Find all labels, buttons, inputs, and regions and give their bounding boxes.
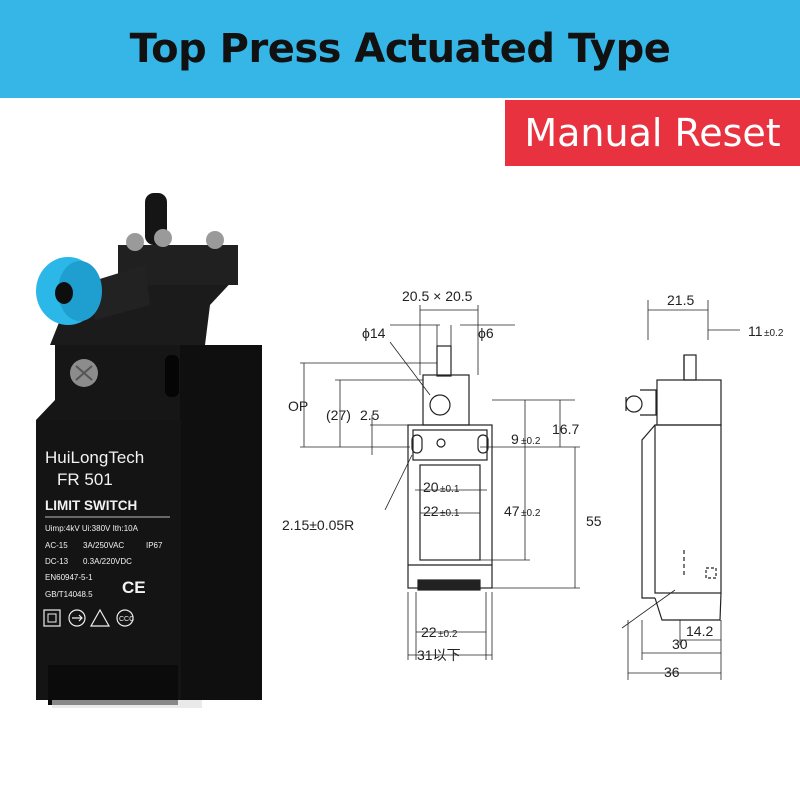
dim-22-inner: 22 [423,503,439,519]
dim-22-inner-tol: ±0.1 [440,508,460,519]
dim-47-tol: ±0.2 [521,508,541,519]
square-cert-icon [43,609,61,627]
dim-2-5: 2.5 [360,407,380,423]
dim-30: 30 [672,636,688,652]
dim-9-tol: ±0.2 [521,436,541,447]
dim-22-bottom: 22 [421,624,437,640]
dim-11: 11 [748,323,763,339]
dim-20-tol: ±0.1 [440,484,460,495]
screw-icon [154,229,172,247]
spec-ip: IP67 [146,541,163,550]
screw-icon [126,233,144,251]
arrow-cert-icon [68,609,86,627]
dim-20: 20 [423,479,439,495]
dim-21-5: 21.5 [667,292,694,308]
manual-reset-badge: Manual Reset [505,100,800,166]
svg-text:CCC: CCC [119,616,134,623]
spec-ac: AC-15 [45,541,68,550]
dim-16-7: 16.7 [552,421,579,437]
dim-dia14: ϕ14 [362,325,386,341]
spec-dc: DC-13 [45,557,69,566]
limit-switch-product: HuiLongTech FR 501 LIMIT SWITCH Uimp:4kV… [36,193,262,708]
dim-9: 9 [511,431,519,447]
banner-title: Top Press Actuated Type [129,26,671,72]
dim-op: OP [288,398,308,414]
type-label: LIMIT SWITCH [45,498,137,513]
dim-27: (27) [326,407,351,423]
standard-1: EN60947-5-1 [45,573,93,582]
dim-top-width: 20.5 × 20.5 [402,288,473,304]
badge-label: Manual Reset [524,111,781,155]
triangle-cert-icon [89,608,111,627]
spec-line-1: Uimp:4kV Ui:380V Ith:10A [45,524,139,533]
dim-11-tol: ±0.2 [764,328,784,339]
dim-dia6: ϕ6 [478,325,494,341]
dim-36: 36 [664,664,680,680]
ce-mark: CE [122,578,146,597]
side-view-drawing [621,300,740,680]
spec-ac-rating: 3A/250VAC [83,541,124,550]
brand-label: HuiLongTech [45,448,144,467]
title-banner: Top Press Actuated Type [0,0,800,98]
cable-entry [48,665,178,705]
dim-22-bottom-tol: ±0.2 [438,629,458,640]
dim-55: 55 [586,513,602,529]
dim-31: 31以下 [417,647,461,663]
dim-radius: 2.15±0.05R [282,517,354,533]
ccc-cert-icon [116,609,134,627]
model-label: FR 501 [57,470,113,489]
dim-47: 47 [504,503,520,519]
screw-icon [206,231,224,249]
standard-2: GB/T14048.5 [45,590,93,599]
dim-14-2: 14.2 [686,623,713,639]
front-view-labels: 20.5 × 20.5 ϕ14 ϕ6 OP (27) 2.5 9 ±0.2 16… [282,288,602,663]
spec-dc-rating: 0.3A/220VDC [83,557,132,566]
front-view-drawing [300,305,580,660]
side-view-labels: 21.5 11 ±0.2 14.2 30 36 [664,292,784,680]
